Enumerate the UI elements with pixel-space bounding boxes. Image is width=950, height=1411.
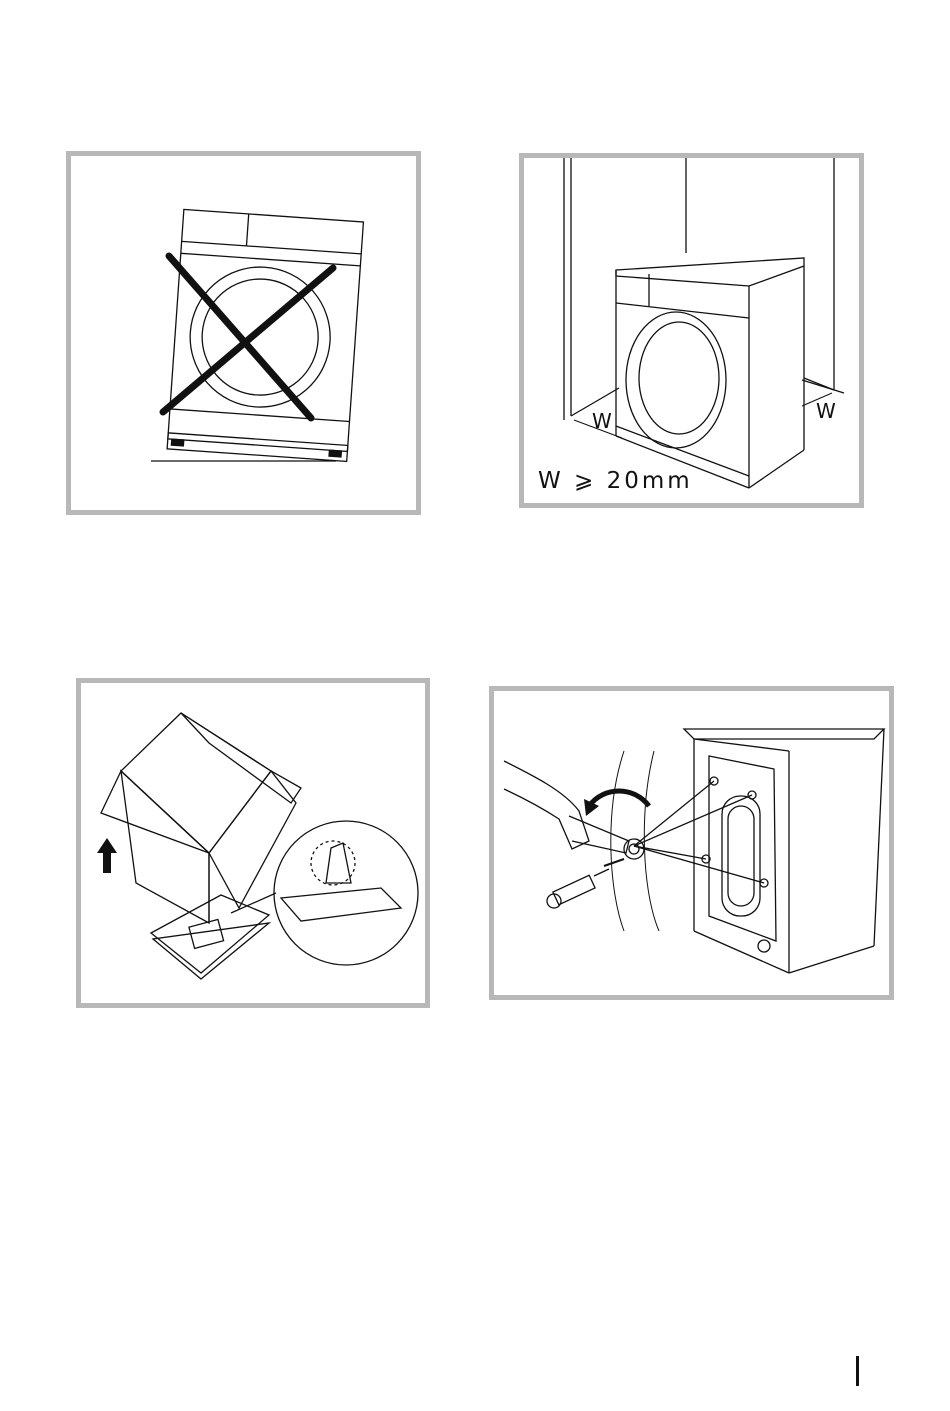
- washer-body: [167, 209, 363, 461]
- detail-zoom-circle: [231, 821, 418, 965]
- gap-label-right: W: [816, 399, 836, 423]
- washer-rear-panel: [684, 729, 884, 973]
- washer-body: [616, 258, 804, 488]
- page-marker: [856, 1356, 859, 1386]
- gap-label-left: W: [592, 409, 612, 433]
- rotate-arrow-icon: [589, 791, 649, 806]
- clearance-formula: W ⩾ 20mm: [538, 468, 693, 494]
- tilted-washer-illustration: [71, 156, 416, 510]
- figure-remove-transport-bolts: [489, 686, 894, 1000]
- figure-remove-packaging: [76, 678, 430, 1008]
- transport-bolts-illustration: [494, 691, 889, 995]
- lift-up-arrow-icon: [97, 838, 117, 873]
- cardboard-box: [101, 713, 301, 923]
- figure-uneven-floor-warning: [66, 151, 421, 515]
- hand-with-wrench: [504, 761, 644, 859]
- figure-side-clearance: W W W ⩾ 20mm: [519, 153, 864, 508]
- clearance-illustration: W W W ⩾ 20mm: [524, 158, 859, 503]
- transport-bolt: [547, 869, 609, 908]
- packaging-illustration: [81, 683, 425, 1003]
